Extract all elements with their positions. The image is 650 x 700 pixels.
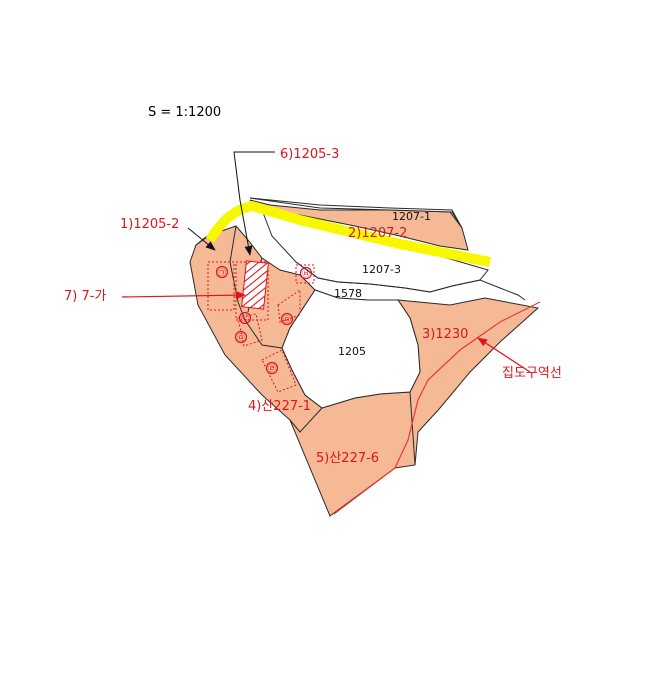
district-boundary-line bbox=[333, 301, 541, 515]
circle-mark-6 bbox=[299, 266, 313, 280]
circle-mark-1 bbox=[215, 265, 229, 279]
parcel-1207-1 bbox=[249, 197, 463, 229]
label-227-6: 5)산227-6 bbox=[316, 451, 379, 466]
label-1205-2: 1)1205-2 bbox=[120, 217, 179, 232]
circle-mark-label-2: ㉡ bbox=[241, 314, 249, 323]
road-highlight-band bbox=[205, 201, 491, 267]
label-7-ga: 7) 7-가 bbox=[64, 289, 106, 304]
leader-1205-3 bbox=[233, 151, 275, 256]
leader-district-line bbox=[477, 337, 531, 373]
circle-mark-label-5: ㉤ bbox=[283, 315, 291, 324]
circle-mark-3 bbox=[234, 330, 248, 344]
scale-label: S = 1:1200 bbox=[148, 105, 221, 120]
parcel-number-1207-3: 1207-3 bbox=[362, 263, 401, 276]
label-1205-3: 6)1205-3 bbox=[280, 147, 339, 162]
label-1230: 3)1230 bbox=[422, 327, 468, 342]
circle-mark-label-1: ㉠ bbox=[218, 268, 226, 277]
parcel-number-1207-1: 1207-1 bbox=[392, 210, 431, 223]
parcel-1205 bbox=[281, 289, 421, 409]
circle-mark-4 bbox=[265, 361, 279, 375]
parcel-number-1578: 1578 bbox=[334, 287, 362, 300]
hatched-area-7-ga bbox=[241, 260, 269, 310]
label-227-1: 4)산227-1 bbox=[248, 399, 311, 414]
circle-mark-label-6: ㉥ bbox=[302, 269, 310, 278]
parcel-number-1205: 1205 bbox=[338, 345, 366, 358]
leader-1205-2 bbox=[187, 227, 216, 251]
circle-mark-2 bbox=[238, 311, 252, 325]
label-1207-2: 2)1207-2 bbox=[348, 226, 407, 241]
leader-7-ga bbox=[121, 291, 246, 300]
circle-mark-label-3: ㉢ bbox=[237, 333, 245, 342]
circle-mark-label-4: ㉣ bbox=[268, 364, 276, 373]
label-district-line: 집도구역선 bbox=[502, 366, 562, 381]
circle-mark-5 bbox=[280, 312, 294, 326]
